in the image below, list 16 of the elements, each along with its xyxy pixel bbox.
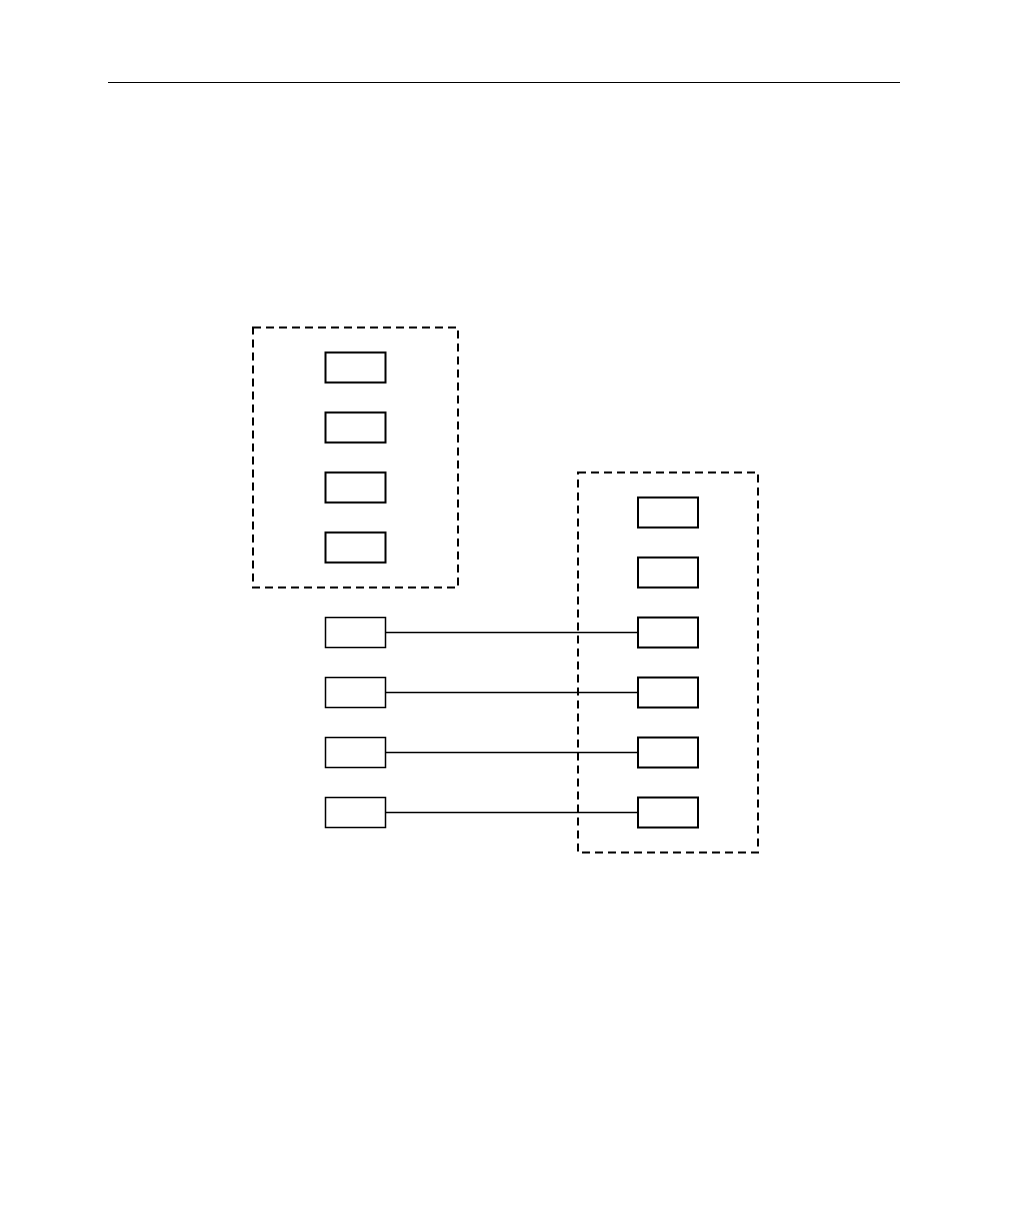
node-box bbox=[636, 556, 699, 589]
node-box bbox=[324, 796, 386, 829]
node-box bbox=[324, 676, 386, 709]
node-box bbox=[324, 471, 386, 504]
node-box bbox=[636, 736, 699, 769]
node-box bbox=[324, 531, 386, 564]
node-box bbox=[636, 496, 699, 529]
node-box bbox=[324, 736, 386, 769]
node-box bbox=[324, 351, 386, 384]
cluster bbox=[576, 471, 759, 854]
node-box bbox=[324, 411, 386, 444]
cluster bbox=[251, 326, 459, 589]
node-box bbox=[636, 616, 699, 649]
node-box bbox=[324, 616, 386, 649]
node-box bbox=[636, 676, 699, 709]
node-box bbox=[636, 796, 699, 829]
